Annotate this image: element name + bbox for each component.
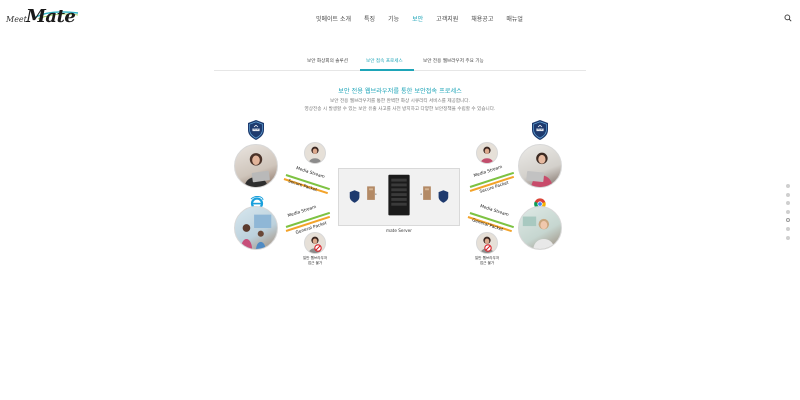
main-nav: 밋메이트 소개 특징 기능 보안 고객지원 채용공고 매뉴얼 xyxy=(316,14,536,23)
page-dot-1[interactable] xyxy=(786,184,790,188)
section-description-1: 보안 전용 웹브라우저를 통한 완벽한 화상 시큐리티 서비스를 제공합니다. xyxy=(330,99,470,104)
tab-security-process[interactable]: 보안 접속 프로세스 xyxy=(366,59,403,64)
page-dot-3[interactable] xyxy=(786,201,790,206)
user-photo-general-right xyxy=(518,206,562,250)
page-dot-4[interactable] xyxy=(786,209,790,214)
tab-browser-features[interactable]: 보안 전용 웹브라우저 주요 기능 xyxy=(423,59,484,64)
side-pagination xyxy=(786,184,792,244)
pkim-shield-icon: PKIM xyxy=(532,120,548,140)
page-dot-7[interactable] xyxy=(786,235,790,240)
blocked-line1: 일반 웹브라우저 xyxy=(302,256,328,260)
sub-tabs: 보안 화상회의 솔루션 보안 접속 프로세스 보안 전용 웹브라우저 주요 기능 xyxy=(214,55,586,71)
header: Meet Mate 밋메이트 소개 특징 기능 보안 고객지원 채용공고 매뉴얼 xyxy=(0,0,800,36)
woman-laptop-icon xyxy=(244,153,270,187)
woman-tablet-icon xyxy=(522,216,555,249)
blocked-line2: 접근 불가 xyxy=(479,261,495,265)
security-process-diagram: PKIM Media Stream Secure Packet xyxy=(228,118,572,282)
remote-user-photo-left-1 xyxy=(304,142,326,164)
pkim-shield-icon: PKIM xyxy=(248,120,264,140)
remote-user-icon xyxy=(480,146,494,163)
page-dot-6[interactable] xyxy=(786,226,790,231)
nav-item-manual[interactable]: 매뉴얼 xyxy=(506,16,523,23)
user-photo-secure-left xyxy=(234,144,278,188)
section-title: 보안 전용 웹브라우저를 통한 보안접속 프로세스 xyxy=(338,88,462,95)
section-description-2: 영상전송 시 발생할 수 있는 보안 유출 사고를 사전 방지하고 다양한 보안… xyxy=(304,107,496,112)
family-icon xyxy=(240,214,272,249)
logo-swoosh-icon xyxy=(33,11,79,20)
blocked-line1: 일반 웹브라우저 xyxy=(474,256,500,260)
nav-item-functions[interactable]: 기능 xyxy=(388,16,400,23)
remote-user-photo-right-1 xyxy=(476,142,498,164)
logo-meet: Meet xyxy=(6,15,27,24)
logo-mate: Mate xyxy=(26,6,76,27)
nav-item-support[interactable]: 고객지원 xyxy=(436,16,459,23)
logo[interactable]: Meet Mate xyxy=(6,6,79,32)
nav-item-about[interactable]: 밋메이트 소개 xyxy=(316,16,352,23)
user-photo-secure-right xyxy=(518,144,562,188)
nav-item-careers[interactable]: 채용공고 xyxy=(471,16,494,23)
remote-user-photo-right-2 xyxy=(476,232,498,254)
remote-user-icon xyxy=(308,146,322,163)
tab-security-solution[interactable]: 보안 화상회의 솔루션 xyxy=(307,59,348,64)
blocked-icon xyxy=(314,244,322,252)
woman-laptop-icon xyxy=(526,152,553,187)
blocked-label-right: 일반 웹브라우저 접근 불가 xyxy=(470,256,504,266)
user-photo-general-left xyxy=(234,206,278,250)
blocked-icon xyxy=(484,244,492,252)
active-tab-underline xyxy=(360,69,414,71)
page-dot-2[interactable] xyxy=(786,192,790,197)
nav-item-features[interactable]: 특징 xyxy=(364,16,376,23)
server-rack-icon xyxy=(349,174,449,216)
nav-item-security[interactable]: 보안 xyxy=(412,16,424,23)
shield-badge-text: PKIM xyxy=(537,129,542,132)
blocked-label-left: 일반 웹브라우저 접근 불가 xyxy=(298,256,332,266)
shield-badge-text: PKIM xyxy=(253,129,258,132)
mate-server-box xyxy=(338,168,460,226)
server-label: mate Server xyxy=(386,228,412,233)
search-icon[interactable] xyxy=(784,14,792,22)
page-dot-5[interactable] xyxy=(786,218,790,223)
blocked-line2: 접근 불가 xyxy=(307,261,323,265)
